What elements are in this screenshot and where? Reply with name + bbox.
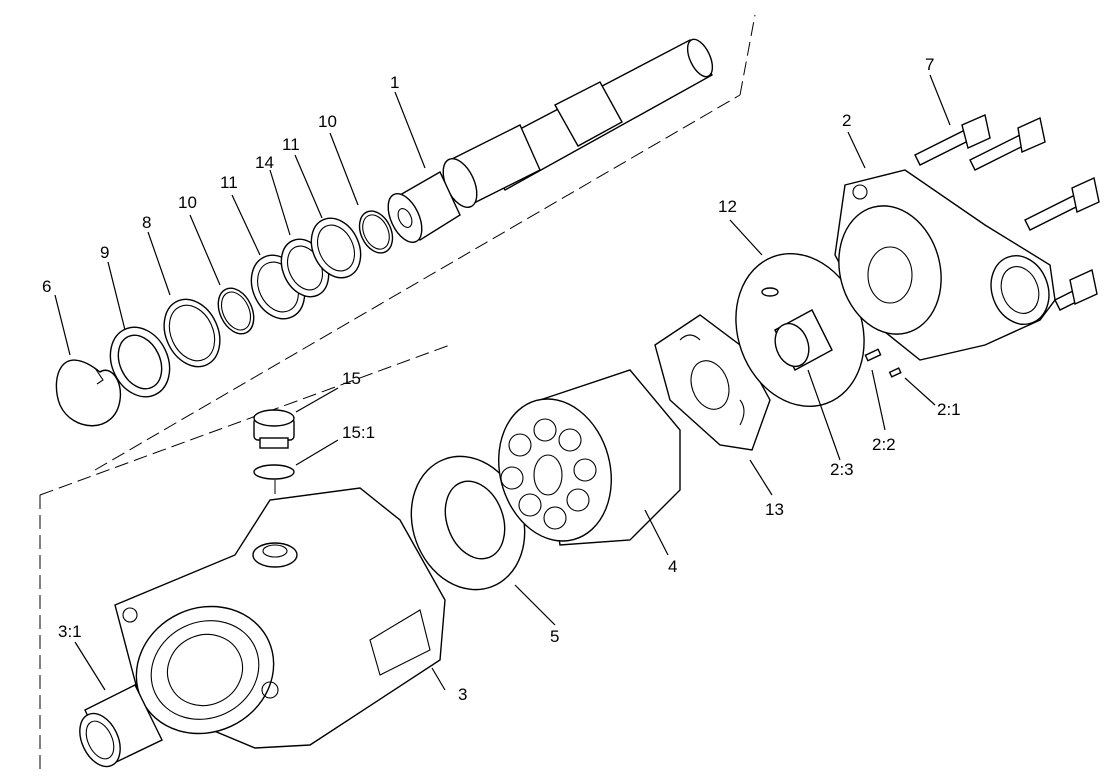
assembly-boundary-lines	[39, 14, 756, 770]
part-7-bolts	[914, 114, 1100, 311]
callout-2: 2	[842, 111, 851, 130]
callout-10-left: 10	[178, 193, 197, 212]
callout-2-2: 2:2	[872, 435, 896, 454]
part-2-1-pin	[888, 367, 902, 378]
callout-12: 12	[718, 197, 737, 216]
part-15-plug	[253, 409, 295, 449]
callout-labels: 1 2 2:1 2:2 2:3 3 3:1 4 5 6 7 8 9 10 10 …	[42, 55, 961, 704]
callout-2-3: 2:3	[830, 460, 854, 479]
callout-1: 1	[390, 73, 399, 92]
callout-11-right: 11	[282, 135, 300, 154]
callout-8: 8	[142, 213, 151, 232]
part-11-shim-right	[310, 217, 362, 279]
leader-lines	[54, 74, 951, 691]
callout-10-right: 10	[318, 112, 337, 131]
part-3-1-needle-bearing	[79, 684, 163, 768]
callout-11-left: 11	[220, 173, 238, 192]
part-4-cylinder-block	[498, 369, 681, 546]
part-8-washer	[163, 298, 221, 368]
callout-15-1: 15:1	[342, 423, 375, 442]
part-10-snap-ring-right	[358, 210, 394, 254]
callout-5: 5	[550, 627, 559, 646]
callout-14: 14	[255, 153, 274, 172]
callout-7: 7	[925, 55, 934, 74]
part-10-snap-ring-left	[217, 287, 255, 335]
callout-15: 15	[342, 369, 361, 388]
callout-4: 4	[668, 557, 677, 576]
callout-6: 6	[42, 277, 51, 296]
part-1-shaft	[387, 38, 714, 243]
callout-3-1: 3:1	[58, 622, 82, 641]
part-15-1-o-ring	[253, 464, 295, 480]
part-5-swash-plate	[410, 455, 526, 591]
part-6-retaining-ring	[55, 359, 122, 427]
callout-9: 9	[100, 243, 109, 262]
part-2-3-needle-bearing	[774, 309, 833, 371]
callout-2-1: 2:1	[937, 400, 961, 419]
callout-3: 3	[458, 685, 467, 704]
part-2-2-pin	[864, 348, 882, 362]
part-2-end-cover	[834, 169, 1056, 361]
callout-13: 13	[765, 500, 784, 519]
part-9-bearing	[109, 326, 171, 398]
part-3-housing	[114, 487, 446, 749]
